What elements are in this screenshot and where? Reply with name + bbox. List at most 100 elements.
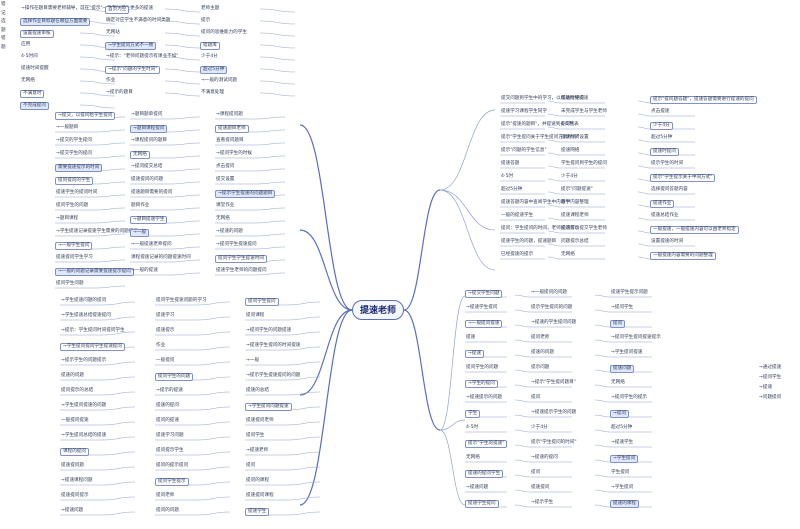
mind-map-node[interactable]: 老师主题 xyxy=(201,6,220,11)
mind-map-node[interactable]: 提示"提速的题目"，并提速到提问列表 xyxy=(501,122,579,127)
mind-map-node[interactable]: →提示"问题的学生时间" xyxy=(105,66,161,74)
mind-map-node[interactable]: 无网络 xyxy=(130,151,150,159)
mind-map-node[interactable]: 提问 xyxy=(610,320,626,328)
mind-map-node[interactable]: 提速提问题 xyxy=(61,463,84,468)
mind-map-node[interactable]: →学生提速记录提速学生需要的问题提示 xyxy=(56,229,138,234)
mind-map-node[interactable]: →学生提问 xyxy=(611,485,634,490)
mind-map-node[interactable]: →题目题单提问 xyxy=(131,112,163,117)
mind-map-node[interactable]: →一般 xyxy=(130,229,150,237)
mind-map-node[interactable]: 提问 xyxy=(246,463,256,468)
mind-map-node[interactable]: →通过提速 xyxy=(759,365,782,370)
mind-map-node[interactable]: →提交学生的提问 xyxy=(56,151,93,156)
mind-map-node[interactable]: 提示"学生提问的时间" xyxy=(531,440,577,445)
mind-map-node[interactable]: 提问提示学生 xyxy=(156,448,184,453)
mind-map-node[interactable]: 4-5时 xyxy=(501,174,514,179)
mind-map-node[interactable]: 提速课程老师 xyxy=(561,213,589,218)
mind-map-node[interactable]: 提速提问学生学习 xyxy=(56,255,93,260)
mind-map-node[interactable]: →提交，以提问给学生提问 xyxy=(55,112,116,120)
mind-map-node[interactable]: 提速的总结 xyxy=(246,388,269,393)
mind-map-node[interactable]: →提示："老师问题提示有课业不如" xyxy=(106,54,179,59)
mind-map-node[interactable]: 提速学生提示问题 xyxy=(611,290,648,295)
mind-map-node[interactable]: 错 xyxy=(1,36,6,41)
mind-map-node[interactable]: 提问的提示提问 xyxy=(156,463,189,468)
mind-map-node[interactable]: 提速提示 xyxy=(156,328,175,333)
mind-map-node[interactable]: →一般提问提速 xyxy=(465,320,503,328)
mind-map-node[interactable]: 题 xyxy=(1,44,6,50)
mind-map-node[interactable]: 一般提速，一般提速内容可以由老师指定 xyxy=(650,226,739,234)
mind-map-node[interactable]: →提示学生的问题提示 xyxy=(61,358,107,363)
mind-map-node[interactable]: 超过5分钟 xyxy=(651,135,673,140)
mind-map-node[interactable]: 提问课程 xyxy=(246,313,265,318)
mind-map-node[interactable]: 教学内容整理 xyxy=(561,200,589,205)
mind-map-node[interactable]: 无网络 xyxy=(216,216,230,221)
mind-map-node[interactable]: 课程提速记录的问题提速时间 xyxy=(131,255,191,260)
mind-map-node[interactable]: 提速时间提醒 xyxy=(21,66,49,71)
mind-map-node[interactable]: 作业 xyxy=(106,78,116,83)
mind-map-node[interactable]: 少于4分 xyxy=(531,425,548,430)
mind-map-node[interactable]: 提交问题到学生中的学习，以帮助指导提速 xyxy=(501,96,589,101)
mind-map-node[interactable]: →提速提示的问题 xyxy=(466,395,503,400)
mind-map-node[interactable]: 提速学习课程学生同学 xyxy=(501,109,547,114)
mind-map-node[interactable]: 提问学生学生提速时间 xyxy=(215,255,267,263)
mind-map-node[interactable]: 作业 xyxy=(156,343,166,348)
mind-map-node[interactable]: →一般提速老师提问 xyxy=(131,242,172,247)
root-topic-node[interactable]: 提速老师 xyxy=(352,300,404,320)
mind-map-node[interactable]: 无网络 xyxy=(561,252,575,257)
mind-map-node[interactable]: 提问学生的问题 xyxy=(155,373,194,381)
mind-map-node[interactable]: 提问：学生提问的时间，老师提问可以 xyxy=(501,226,580,231)
mind-map-node[interactable]: 提问学生 xyxy=(246,433,265,438)
mind-map-node[interactable]: 提示"提问题答题"，提速答题需要进行提速的提问 xyxy=(650,96,757,104)
mind-map-node[interactable]: →提速的学生提问问题 xyxy=(531,320,577,325)
mind-map-node[interactable]: 不满意时 xyxy=(20,90,45,98)
mind-map-node[interactable]: 设置提速审核 xyxy=(20,30,54,38)
mind-map-node[interactable]: 提速提问提示 xyxy=(61,493,89,498)
mind-map-node[interactable]: 课程的提问 xyxy=(60,448,89,456)
mind-map-node[interactable]: 提速题目老师 xyxy=(215,125,249,133)
mind-map-node[interactable]: 提问学生的问题 xyxy=(466,365,499,370)
mind-map-node[interactable]: 确定对应学生不满意的时间类题 xyxy=(106,18,171,23)
mind-map-node[interactable]: →一般 xyxy=(246,358,260,363)
mind-map-node[interactable]: →学生提问提速 xyxy=(611,350,643,355)
mind-map-node[interactable]: 提问的提速 xyxy=(156,418,179,423)
mind-map-node[interactable]: →学生提问提速的问题 xyxy=(61,403,107,408)
mind-map-node[interactable]: →提速学生 xyxy=(611,440,634,445)
mind-map-node[interactable]: →提交的学生提问 xyxy=(56,138,93,143)
mind-map-node[interactable]: 学生提问到学生的提问 xyxy=(561,161,607,166)
mind-map-node[interactable]: →学生提问问题提速 xyxy=(245,403,292,411)
mind-map-node[interactable]: 提问 xyxy=(531,395,541,400)
mind-map-node[interactable]: 4-5时间 xyxy=(21,54,38,59)
mind-map-node[interactable]: 提示"学生提示关于中间方式" xyxy=(650,174,716,182)
mind-map-node[interactable]: 提示"学生的提速" xyxy=(465,440,508,448)
mind-map-node[interactable]: →提问学生 xyxy=(759,375,782,380)
mind-map-node[interactable]: 提速学生的问题，提速题目 xyxy=(501,239,557,244)
mind-map-node[interactable]: 选 xyxy=(1,19,6,24)
mind-map-node[interactable]: →学生提速问题的提问 xyxy=(61,298,107,303)
mind-map-node[interactable]: 提示"学生提问关于学生提问方式时间" xyxy=(501,135,579,140)
mind-map-node[interactable]: →题目课程 xyxy=(56,216,79,221)
mind-map-node[interactable]: →题目课程提问 xyxy=(130,125,168,133)
mind-map-node[interactable]: 提速总结作业 xyxy=(651,213,679,218)
mind-map-node[interactable]: 提速提问 xyxy=(531,485,550,490)
mind-map-node[interactable]: 提问的思维能力的学生 xyxy=(201,30,247,35)
mind-map-node[interactable]: 提速题目需要的提问 xyxy=(131,190,173,195)
mind-map-node[interactable]: →一般的测试问题 xyxy=(201,78,238,83)
mind-map-node[interactable]: 错 xyxy=(1,2,6,7)
mind-map-node[interactable]: →提速 xyxy=(759,385,773,390)
mind-map-node[interactable]: 需要提速提示的时间 xyxy=(55,164,103,172)
mind-map-node[interactable]: →课程提问题 xyxy=(216,112,243,117)
mind-map-node[interactable]: 少于4分 xyxy=(561,174,578,179)
mind-map-node[interactable]: 设置提速的时间 xyxy=(651,239,684,244)
mind-map-node[interactable]: 提示学生提问的问题 xyxy=(531,305,573,310)
mind-map-node[interactable]: 超过5分钟 xyxy=(611,425,633,430)
mind-map-node[interactable]: 4-5时 xyxy=(561,122,574,127)
mind-map-node[interactable]: 提速的提问 xyxy=(156,403,179,408)
mind-map-node[interactable]: 问题提示总结 xyxy=(561,239,589,244)
mind-map-node[interactable]: 提问学生的问题 xyxy=(56,203,89,208)
mind-map-node[interactable]: 一般的提速学生 xyxy=(501,213,534,218)
mind-map-node[interactable]: 题目作业 xyxy=(131,203,150,208)
mind-map-node[interactable]: →提速问题 xyxy=(61,508,84,513)
mind-map-node[interactable]: 提问学生问题 xyxy=(56,281,84,286)
mind-map-node[interactable]: 提速提问课程 xyxy=(246,493,274,498)
mind-map-node[interactable]: 提问学生提问 xyxy=(245,298,279,306)
mind-map-node[interactable]: 选择作业目标题在哪些方面需要 xyxy=(20,18,91,26)
